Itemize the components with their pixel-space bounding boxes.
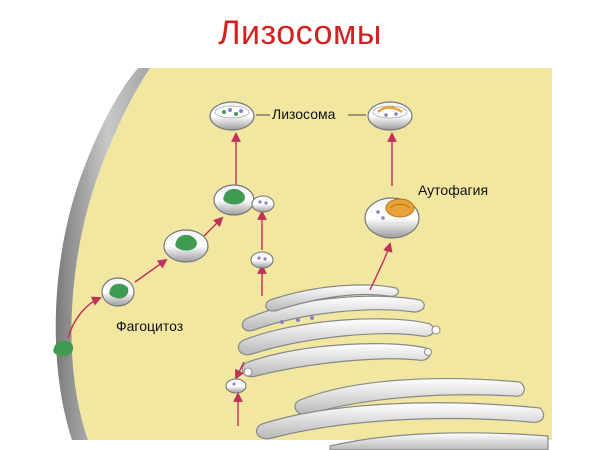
arrow-phago-to-vesicle2 <box>134 258 168 283</box>
arrow-phagocytosis-entry <box>67 296 102 339</box>
label-autophagy: Аутофагия <box>418 182 489 198</box>
external-particle <box>53 340 74 357</box>
cytoplasm <box>71 68 552 440</box>
endoplasmic-reticulum <box>255 377 549 450</box>
vesicle-fusing <box>213 184 255 216</box>
label-phagocytosis: Фагоцитоз <box>116 318 184 334</box>
phagosome-2 <box>163 229 209 263</box>
arrow-vesicle2-to-vesicle3 <box>203 216 224 237</box>
vesicle-near-er <box>225 378 247 394</box>
vesicle-from-golgi <box>250 251 274 269</box>
cell-membrane <box>55 68 150 440</box>
phagosome-1 <box>101 277 135 307</box>
lysosome-primary <box>209 101 255 131</box>
arrow-golgi-to-autophagy <box>369 242 393 291</box>
arrow-er-to-vesicle <box>235 361 245 380</box>
diagram-title: Лизосомы <box>218 14 382 52</box>
lysosome-secondary <box>367 101 413 131</box>
golgi-apparatus <box>237 284 441 378</box>
arrows <box>67 132 397 426</box>
vesicle-small-fusing <box>251 195 275 213</box>
label-lysosome: Лизосома <box>272 106 336 122</box>
autophagosome <box>364 197 420 239</box>
